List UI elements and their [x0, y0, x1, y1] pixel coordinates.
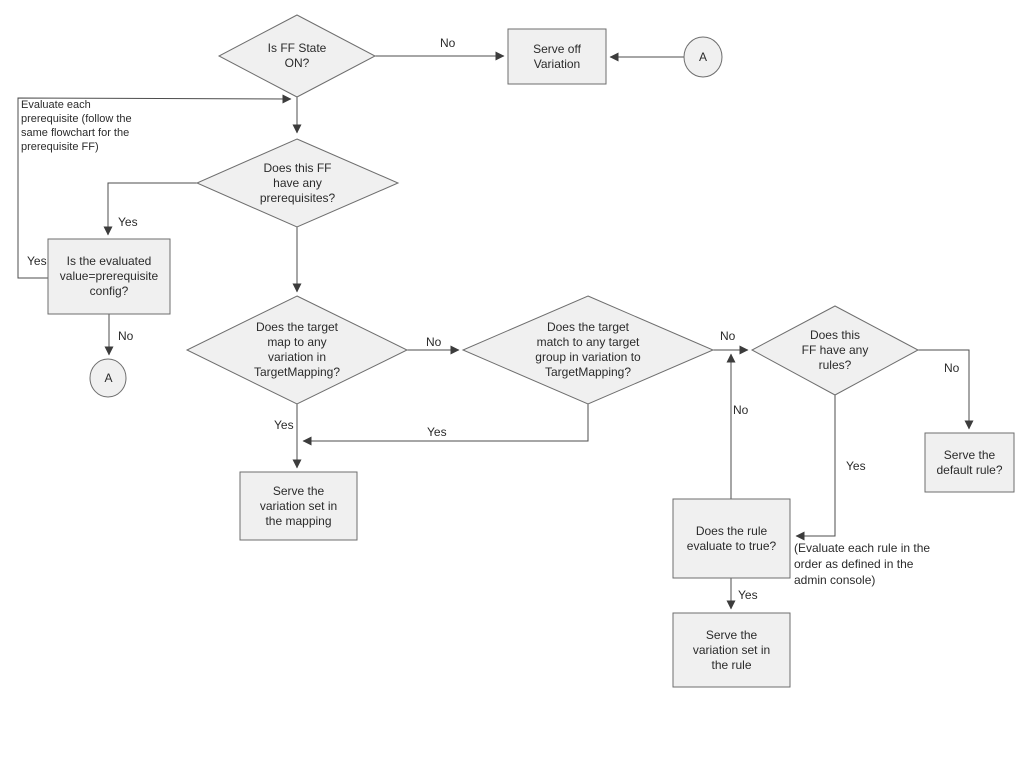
diamond-target-mapping — [185, 295, 409, 405]
edge-prerequisites-yes-to-evaluated — [103, 182, 197, 236]
box-serve-rule — [672, 612, 791, 688]
edge-rules-yes-to-ruletrue — [795, 395, 836, 541]
diamond-has-prerequisites — [195, 138, 400, 228]
box-serve-off-variation — [507, 28, 607, 85]
edge-targetgroup-yes-to-servemapping — [302, 404, 589, 446]
edge-rules-no-to-default — [918, 349, 974, 430]
circle-connector-a-top — [683, 36, 723, 78]
box-serve-mapping — [239, 471, 358, 541]
edge-evaluated-yes-loop — [17, 94, 292, 279]
circle-connector-a-left — [89, 358, 127, 398]
diamond-has-rules — [750, 305, 920, 396]
box-evaluated-value — [47, 238, 171, 315]
diamond-target-group — [461, 295, 715, 405]
diamond-is-ff-state-on — [217, 14, 377, 98]
box-rule-true — [672, 498, 791, 579]
box-serve-default — [924, 432, 1015, 493]
